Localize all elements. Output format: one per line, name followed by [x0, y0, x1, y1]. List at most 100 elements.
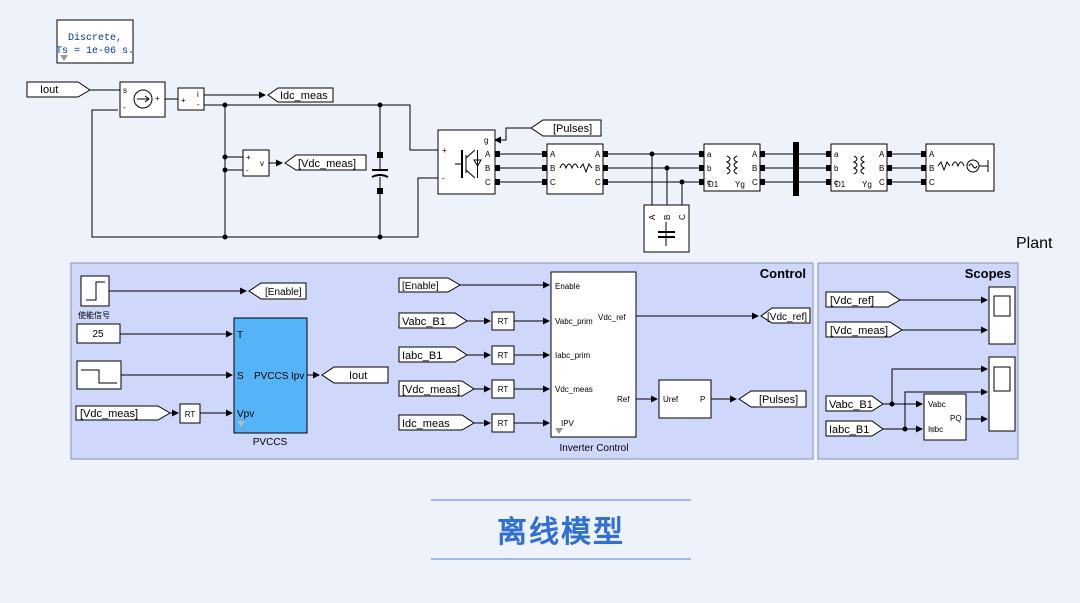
rate-transition-block[interactable]: RT: [491, 345, 515, 365]
vdc-ref-from-tag[interactable]: [Vdc_ref]: [825, 291, 901, 308]
plant-title: Plant: [1016, 235, 1053, 252]
iout-from-tag[interactable]: Iout: [26, 81, 91, 98]
vdc-meas-goto-tag[interactable]: [Vdc_meas]: [284, 154, 367, 171]
svg-text:[Vdc_meas]: [Vdc_meas]: [830, 325, 888, 337]
dc-capacitor[interactable]: [371, 105, 389, 237]
rate-transition-block[interactable]: RT: [179, 403, 201, 424]
svg-text:C: C: [929, 178, 935, 187]
svg-text:-: -: [246, 166, 249, 175]
svg-text:[Vdc_ref]: [Vdc_ref]: [830, 295, 874, 307]
vabc-from-tag-scope[interactable]: Vabc_B1: [825, 395, 884, 412]
svg-text:B: B: [929, 164, 934, 173]
control-subsystem[interactable]: Control 使能信号 [Enable] 25 [Vdc_meas]: [70, 262, 814, 460]
vdc-meas-from-tag-2[interactable]: [Vdc_meas]: [398, 380, 475, 397]
pvccs-block[interactable]: T S Vpv PVCCS Ipv: [233, 317, 308, 434]
svg-text:A: A: [752, 150, 758, 159]
control-title: Control: [760, 266, 806, 281]
svg-text:[Enable]: [Enable]: [402, 281, 439, 292]
pulses-from-tag[interactable]: [Pulses]: [530, 119, 602, 137]
svg-text:B: B: [752, 164, 757, 173]
svg-text:Iabc: Iabc: [928, 425, 943, 434]
vdc-meas-from-tag-scope[interactable]: [Vdc_meas]: [825, 321, 903, 338]
svg-text:Enable: Enable: [555, 282, 580, 291]
iabc-from-tag-scope[interactable]: Iabc_B1: [825, 420, 884, 437]
svg-text:[Enable]: [Enable]: [265, 287, 302, 298]
pq-calc-block[interactable]: Vabc Iabc PQ: [923, 393, 967, 441]
voltage-measurement-block[interactable]: + - v: [242, 149, 270, 177]
svg-text:C: C: [678, 214, 687, 220]
scopes-subsystem[interactable]: Scopes [Vdc_ref] [Vdc_meas] Vabc_B1 Iabc…: [817, 262, 1019, 460]
svg-text:Ts = 1e-06 s.: Ts = 1e-06 s.: [56, 46, 134, 57]
resistor-icon: [579, 162, 593, 174]
footer-title: 离线模型: [497, 515, 625, 550]
scope-screen-icon: [993, 366, 1011, 392]
enable-signal-label: 使能信号: [78, 310, 110, 320]
scope-1[interactable]: [988, 286, 1016, 345]
vdc-ref-goto-tag[interactable]: [Vdc_ref]: [760, 307, 811, 324]
rate-transition-block[interactable]: RT: [491, 311, 515, 331]
svg-text:Iabc_prim: Iabc_prim: [555, 351, 590, 360]
svg-text:Idc_meas: Idc_meas: [280, 90, 328, 102]
svg-text:A: A: [595, 150, 601, 159]
mask-arrow-icon: [237, 421, 245, 427]
svg-text:S: S: [237, 371, 244, 382]
scope-2[interactable]: [988, 356, 1016, 432]
idc-meas-from-tag[interactable]: Idc_meas: [398, 414, 475, 431]
svg-text:C: C: [485, 178, 491, 187]
svg-text:D1: D1: [708, 180, 719, 189]
iout-goto-tag[interactable]: Iout: [321, 366, 389, 384]
svg-text:P: P: [700, 395, 705, 404]
powergui-block[interactable]: Discrete, Ts = 1e-06 s.: [56, 19, 134, 64]
vdc-meas-from-tag[interactable]: [Vdc_meas]: [75, 405, 171, 421]
svg-text:A: A: [929, 150, 935, 159]
igbt-symbol-icon: [455, 149, 482, 179]
inverter-control-name: Inverter Control: [560, 443, 629, 454]
rate-transition-block[interactable]: RT: [491, 413, 515, 433]
svg-text:-: -: [197, 100, 200, 109]
bus-b1[interactable]: [793, 142, 799, 196]
svg-text:Vabc: Vabc: [928, 400, 946, 409]
pwm-generator-block[interactable]: Uref P: [658, 379, 712, 419]
controlled-current-source[interactable]: s + -: [119, 81, 166, 118]
igbt-inverter-bridge[interactable]: g + - A B C: [437, 129, 496, 195]
inductor-icon: [559, 163, 579, 170]
svg-text:C: C: [879, 178, 885, 187]
svg-text:C: C: [595, 178, 601, 187]
irradiance-signal-block[interactable]: [76, 360, 122, 390]
grid-source-block[interactable]: A B C: [925, 143, 995, 192]
svg-text:+: +: [155, 94, 160, 103]
svg-text:+: +: [442, 146, 447, 155]
idc-meas-goto-tag[interactable]: Idc_meas: [267, 87, 334, 103]
svg-text:b: b: [707, 164, 712, 173]
svg-text:25: 25: [92, 329, 104, 340]
rl-filter-block[interactable]: A B C A B C: [546, 143, 604, 195]
transformer-1[interactable]: a b c A B C D1 Yg: [703, 143, 761, 192]
enable-goto-tag[interactable]: [Enable]: [248, 282, 307, 300]
rate-transition-block[interactable]: RT: [491, 379, 515, 399]
winding-icon: [852, 155, 858, 175]
enable-step-block[interactable]: [80, 275, 110, 307]
svg-text:B: B: [550, 164, 555, 173]
mask-arrow-icon: [928, 427, 936, 433]
transformer-2[interactable]: a b c A B C D1 Yg: [830, 143, 888, 192]
svg-text:Discrete,: Discrete,: [68, 32, 122, 44]
capacitor-bank-block[interactable]: A B C: [643, 204, 690, 253]
temperature-constant[interactable]: 25: [76, 323, 121, 344]
plant-subsystem: Iout s + - + - i Idc_meas: [26, 81, 1053, 253]
svg-text:Vpv: Vpv: [237, 409, 254, 420]
vabc-from-tag[interactable]: Vabc_B1: [398, 312, 468, 329]
svg-text:v: v: [260, 159, 264, 168]
svg-text:[Vdc_meas]: [Vdc_meas]: [402, 384, 460, 396]
source-arrow-icon: [144, 95, 150, 103]
iabc-from-tag[interactable]: Iabc_B1: [398, 346, 468, 363]
enable-from-tag[interactable]: [Enable]: [398, 277, 461, 293]
svg-text:D1: D1: [835, 180, 846, 189]
current-measurement-block[interactable]: + - i: [177, 87, 205, 111]
scopes-title: Scopes: [965, 266, 1011, 281]
pulses-goto-tag[interactable]: [Pulses]: [738, 390, 807, 408]
svg-text:Idc_meas: Idc_meas: [402, 418, 450, 430]
svg-text:[Vdc_meas]: [Vdc_meas]: [80, 408, 138, 420]
svg-text:Iout: Iout: [349, 370, 367, 382]
inverter-control-block[interactable]: Enable Vabc_prim Iabc_prim Vdc_meas IPV …: [550, 271, 637, 438]
winding-icon: [733, 155, 739, 175]
